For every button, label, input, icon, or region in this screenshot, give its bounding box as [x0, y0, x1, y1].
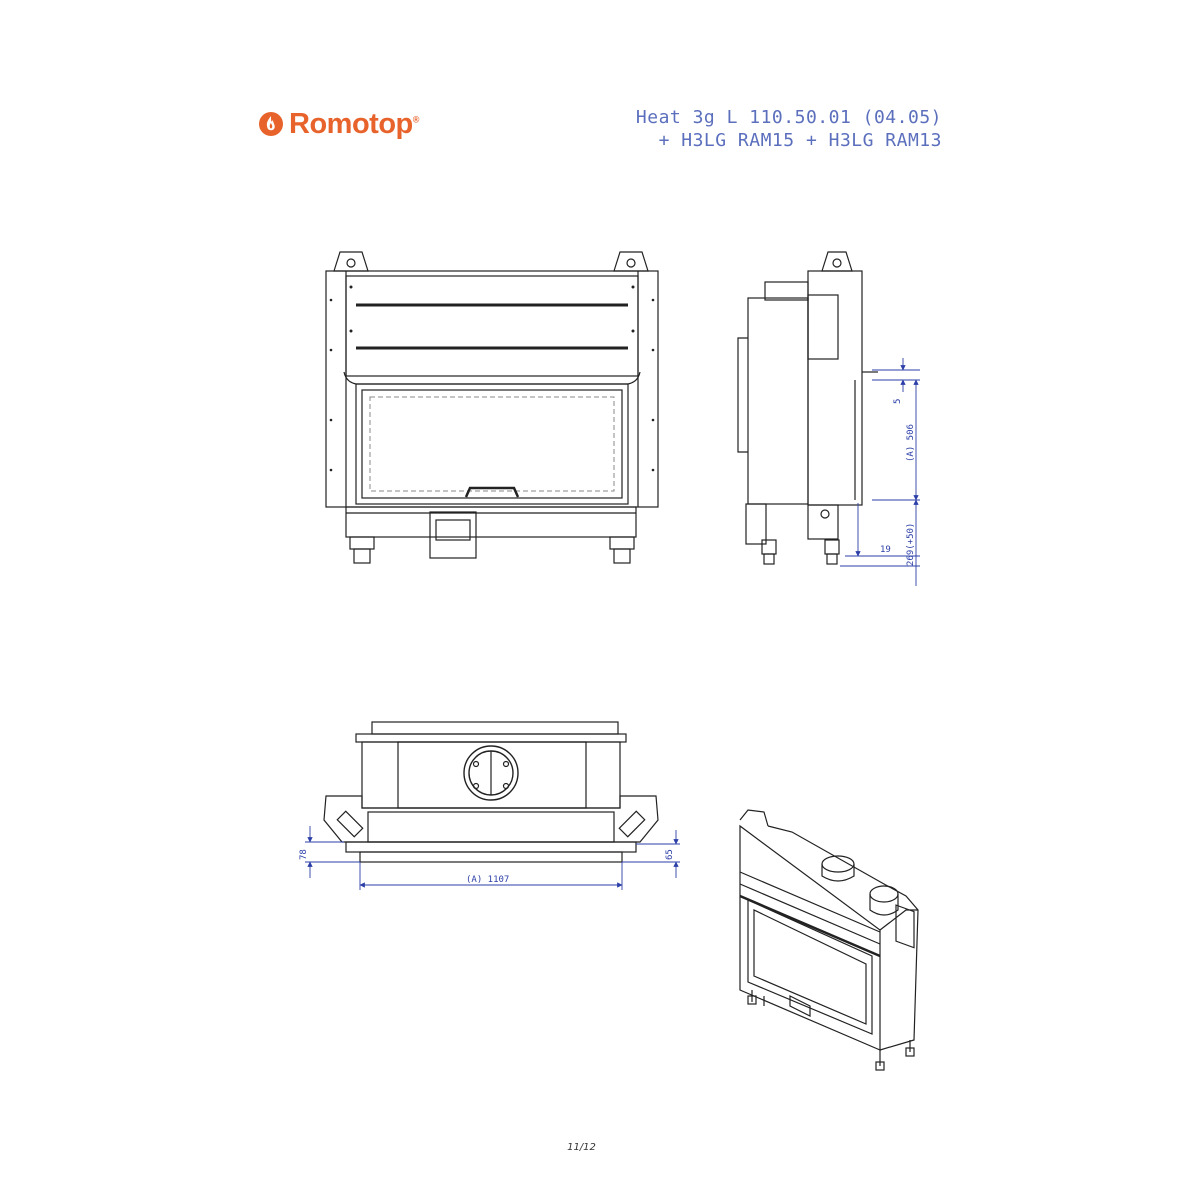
model-title-line-2: + H3LG RAM15 + H3LG RAM13	[658, 130, 942, 151]
top-dimensions	[305, 826, 680, 890]
romotop-logo: Romotop®	[258, 104, 419, 144]
flame-logo-icon	[259, 112, 283, 136]
front-view	[325, 251, 659, 564]
model-title-line-1: Heat 3g L 110.50.01 (04.05)	[635, 107, 942, 128]
brand-name: Romotop®	[289, 107, 419, 140]
dim-side-base: 269(+50)	[906, 523, 916, 566]
dim-side-height: (A) 506	[906, 424, 916, 462]
side-view	[737, 251, 878, 565]
page-number: 11/12	[567, 1142, 596, 1153]
dim-side-foot: 19	[880, 545, 891, 555]
dim-side-gap: 5	[893, 399, 903, 404]
isometric-view	[739, 809, 919, 1071]
model-title: Heat 3g L 110.50.01 (04.05) + H3LG RAM15…	[636, 106, 942, 152]
dim-top-left: 78	[299, 849, 309, 860]
top-view	[323, 721, 659, 863]
dim-top-right: 65	[665, 849, 675, 860]
dim-top-width: (A) 1107	[466, 875, 509, 885]
side-dimensions	[840, 358, 920, 586]
